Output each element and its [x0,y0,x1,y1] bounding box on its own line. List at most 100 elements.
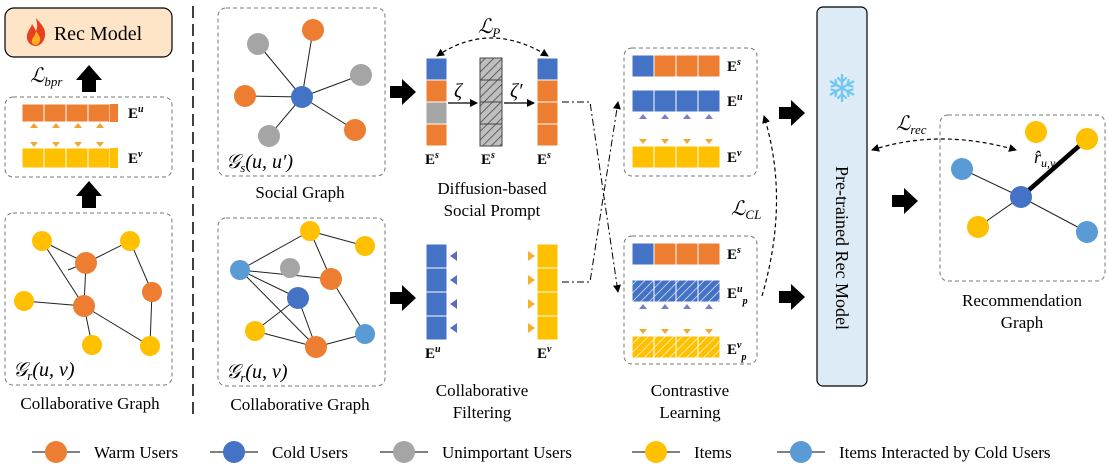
cl-bottom-box [623,235,758,365]
cl-top-ev-label: Ev [727,148,742,166]
social-graph-formula: 𝒢s(u, u′) [226,151,293,175]
legend-marker [45,441,67,463]
legend: Warm Users Cold Users Unimportant Users Ite… [32,441,1051,463]
pretrained-model: Pre-trained Rec Model [816,6,868,387]
block-arrow-cl-bottom [779,284,805,310]
left-graph-nodes [14,231,162,356]
cf-caption-2: Filtering [453,403,512,422]
block-arrow-social [390,79,416,105]
es-label-1: Es [425,150,439,168]
cl-top-es-label: Es [727,57,741,75]
social-graph-box [217,7,386,177]
cl-bot-es-bar [631,242,721,266]
collab-graph-2-formula: 𝒢r(u, v) [226,361,288,385]
cl-top-eu-label: Eu [727,92,743,110]
social-graph-panel: 𝒢s(u, u′) Social Graph [217,7,386,202]
recommendation-graph: r̂u,v Recommendation Graph [939,114,1106,332]
legend-label: Warm Users [94,443,178,462]
es-column-1 [425,57,448,147]
cf-panel: Eu Ev Collaborative Filtering [425,243,559,422]
social-graph-nodes [234,19,372,147]
left-graph-caption: Collaborative Graph [20,394,160,413]
rec-graph-nodes [951,121,1098,243]
zeta-prime-label: ζ′ [510,80,523,102]
predicted-edge [1019,137,1089,199]
collab-graph-2-nodes [230,221,375,358]
left-ev-bar [21,147,118,169]
left-panel: Rec Model ℒbpr [4,7,173,413]
cl-caption-2: Learning [659,403,721,422]
cf-ev-label: Ev [537,344,552,362]
left-ev-label: Ev [128,149,143,167]
es-label-3: Es [537,150,551,168]
cl-bot-ev-label: Evp [727,340,746,363]
diffusion-caption-1: Diffusion-based [437,179,547,198]
diffusion-panel: ℒP ζ ζ′ Es Es Es Diffusion-based [425,16,559,220]
up-arrow-to-rec [76,65,102,92]
rec-model-label: Rec Model [54,23,143,45]
collab-graph-2-box [217,217,386,387]
loss-rec: ℒrec [896,113,927,137]
rec-graph-box [939,114,1106,282]
cl-top-box [623,47,758,177]
cf-eu-label: Eu [425,344,441,362]
left-graph-box [4,212,173,386]
cl-top-eu-bar [631,89,721,113]
loss-cl-arrow [761,115,778,297]
legend-label: Items [694,443,732,462]
legend-item: Items Interacted by Cold Users [777,441,1051,463]
legend-label: Unimportant Users [442,443,572,462]
cl-bot-eu-bar [631,279,721,303]
loss-rec-arrow [871,138,1017,152]
legend-label: Cold Users [272,443,348,462]
cl-bot-eu-label: Eup [727,284,748,307]
cf-ev-column [536,243,559,341]
rec-graph-caption-1: Recommendation [962,291,1082,310]
cl-bot-ev-bar [631,335,721,359]
cl-top-arrows [641,117,711,141]
es-label-2: Es [481,150,495,168]
cl-caption-1: Contrastive [651,381,729,400]
up-arrow-from-graph [76,181,102,208]
diffusion-caption-2: Social Prompt [444,201,541,220]
collab-graph-2-caption: Collaborative Graph [230,395,370,414]
cf-caption-1: Collaborative [436,381,529,400]
legend-item: Warm Users [32,441,178,463]
legend-item: Unimportant Users [380,441,572,463]
left-eu-bar [21,103,118,123]
legend-item: Cold Users [210,441,348,463]
r-hat-label: r̂u,v [1034,147,1056,170]
left-alignment-arrows [32,126,102,144]
left-graph-formula: 𝒢r(u, v) [13,359,75,383]
cf-arrows [450,251,535,333]
left-eu-label: Eu [128,104,144,122]
es-noisy-column [479,57,503,147]
block-arrow-to-rec-graph [892,188,918,214]
legend-marker [223,441,245,463]
loss-bpr: ℒbpr [30,65,63,89]
es-column-3 [536,57,559,147]
loss-cl: ℒCL [731,198,761,222]
legend-marker [393,441,415,463]
cl-top-ev-bar [631,145,721,169]
legend-label: Items Interacted by Cold Users [839,443,1051,462]
legend-item: Items [632,441,732,463]
loss-p-arrow [436,37,549,57]
left-embed-box [4,96,173,178]
block-arrow-cl-top [779,100,805,126]
cl-bot-arrowheads [639,304,713,334]
cl-bot-es-label: Es [727,245,741,263]
contrastive-panel: Es Eu Ev [623,47,778,422]
rec-graph-caption-2: Graph [1001,313,1044,332]
collab-graph-2-panel: 𝒢r(u, v) Collaborative Graph [217,217,386,414]
legend-marker [645,441,667,463]
legend-marker [790,441,812,463]
block-arrow-collab [390,285,416,311]
left-alignment-arrowheads [30,123,104,147]
cl-bot-arrows [641,307,711,331]
crossing-connectors [562,101,621,293]
cl-top-es-bar [631,54,721,78]
snowflake-icon [829,73,855,103]
fire-icon [26,18,46,46]
